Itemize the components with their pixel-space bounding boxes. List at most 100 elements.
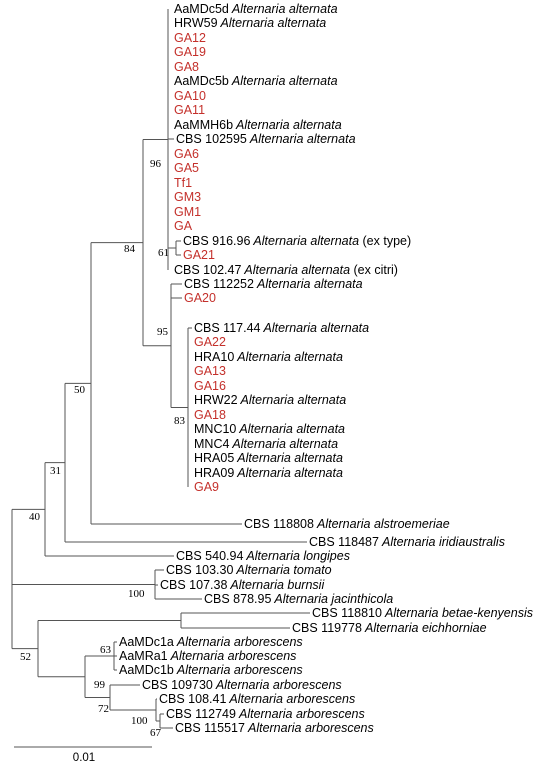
leaf-label: CBS 119778 Alternaria eichhorniae [292, 621, 487, 635]
strain-name: GA20 [184, 291, 216, 305]
species-name: Alternaria alternata [229, 437, 338, 451]
species-name: Alternaria arborescens [226, 692, 355, 706]
strain-name: GA12 [174, 31, 206, 45]
scale-bar-label: 0.01 [73, 752, 95, 764]
strain-name: MNC4 [194, 437, 229, 451]
species-name: Alternaria alternata [234, 350, 343, 364]
leaf-label: GA22 [194, 335, 226, 349]
bootstrap-value: 52 [20, 651, 31, 663]
leaf-label: GA21 [183, 248, 215, 262]
species-name: Alternaria alternata [241, 263, 350, 277]
species-name: Alternaria arborescens [168, 649, 297, 663]
bootstrap-value: 96 [150, 158, 162, 170]
bootstrap-value: 50 [74, 384, 86, 396]
leaf-label: GA5 [174, 161, 199, 175]
leaf-label: CBS 108.41 Alternaria arborescens [159, 692, 355, 706]
bootstrap-value: 40 [29, 511, 41, 523]
strain-name: GA5 [174, 161, 199, 175]
strain-name: GA13 [194, 364, 226, 378]
strain-name: GA18 [194, 408, 226, 422]
leaf-label: GM1 [174, 205, 201, 219]
strain-name: GA10 [174, 89, 206, 103]
species-name: Alternaria alternata [260, 321, 369, 335]
leaf-label: CBS 118810 Alternaria betae-kenyensis [312, 606, 533, 620]
strain-name: AaMMH6b [174, 118, 233, 132]
species-name: Alternaria alternata [218, 16, 327, 30]
bootstrap-value: 72 [98, 703, 109, 715]
bootstrap-value: 95 [157, 326, 169, 338]
leaf-label: GA12 [174, 31, 206, 45]
strain-note: (ex citri) [350, 263, 398, 277]
leaf-label: CBS 102.47 Alternaria alternata (ex citr… [174, 263, 398, 277]
leaf-label: CBS 878.95 Alternaria jacinthicola [204, 592, 393, 606]
leaf-label: MNC4 Alternaria alternata [194, 437, 338, 451]
bootstrap-value: 61 [158, 247, 169, 259]
strain-name: GA9 [194, 480, 219, 494]
strain-name: AaMDc5d [174, 2, 229, 16]
strain-name: GA19 [174, 45, 206, 59]
leaf-label: AaMDc5d Alternaria alternata [174, 2, 338, 16]
strain-name: CBS 109730 [142, 678, 213, 692]
strain-note: (ex type) [359, 234, 411, 248]
species-name: Alternaria alternata [233, 118, 342, 132]
leaf-label: AaMMH6b Alternaria alternata [174, 118, 342, 132]
bootstrap-value: 84 [124, 243, 136, 255]
leaf-label: GA20 [184, 291, 216, 305]
species-name: Alternaria eichhorniae [362, 621, 487, 635]
species-name: Alternaria longipes [243, 549, 350, 563]
species-name: Alternaria arborescens [174, 635, 303, 649]
leaf-label: GA [174, 219, 193, 233]
strain-name: CBS 103.30 [166, 563, 233, 577]
leaf-label: HRA05 Alternaria alternata [194, 451, 343, 465]
strain-name: AaMRa1 [119, 649, 168, 663]
species-name: Alternaria betae-kenyensis [382, 606, 533, 620]
species-name: Alternaria burnsii [227, 578, 325, 592]
strain-name: GA16 [194, 379, 226, 393]
leaf-label: GA8 [174, 60, 199, 74]
leaf-label: AaMDc5b Alternaria alternata [174, 74, 338, 88]
leaf-label: GM3 [174, 190, 201, 204]
strain-name: GA22 [194, 335, 226, 349]
strain-name: CBS 102595 [176, 132, 247, 146]
strain-name: CBS 118487 [309, 535, 379, 549]
species-name: Alternaria jacinthicola [271, 592, 393, 606]
species-name: Alternaria alternata [234, 466, 343, 480]
leaf-label: HRA09 Alternaria alternata [194, 466, 343, 480]
species-name: Alternaria arborescens [213, 678, 342, 692]
species-name: Alternaria alternata [229, 74, 338, 88]
strain-name: GM3 [174, 190, 201, 204]
leaf-label: HRW59 Alternaria alternata [174, 16, 326, 30]
strain-name: MNC10 [194, 422, 236, 436]
strain-name: CBS 108.41 [159, 692, 226, 706]
tree-branches [11, 9, 310, 729]
strain-name: CBS 115517 [175, 721, 245, 735]
bootstrap-value: 63 [100, 644, 112, 656]
bootstrap-value: 31 [50, 465, 61, 477]
leaf-label: MNC10 Alternaria alternata [194, 422, 345, 436]
leaf-label: CBS 916.96 Alternaria alternata (ex type… [183, 234, 411, 248]
leaf-label: GA13 [194, 364, 226, 378]
strain-name: CBS 878.95 [204, 592, 271, 606]
leaf-label: AaMDc1b Alternaria arborescens [119, 663, 303, 677]
leaf-label: HRA10 Alternaria alternata [194, 350, 343, 364]
leaf-label: GA9 [194, 480, 219, 494]
species-name: Alternaria iridiaustralis [379, 535, 505, 549]
strain-name: CBS 118808 [244, 517, 314, 531]
strain-name: HRA09 [194, 466, 234, 480]
strain-name: AaMDc5b [174, 74, 229, 88]
species-name: Alternaria alstroemeriae [314, 517, 450, 531]
strain-name: CBS 118810 [312, 606, 382, 620]
leaf-label: GA11 [174, 103, 205, 117]
leaf-label: CBS 118808 Alternaria alstroemeriae [244, 517, 450, 531]
strain-name: AaMDc1b [119, 663, 174, 677]
species-name: Alternaria tomato [233, 563, 331, 577]
leaf-label: CBS 117.44 Alternaria alternata [194, 321, 369, 335]
leaf-label: CBS 109730 Alternaria arborescens [142, 678, 342, 692]
strain-name: GM1 [174, 205, 201, 219]
strain-name: GA6 [174, 147, 199, 161]
strain-name: CBS 119778 [292, 621, 362, 635]
strain-name: GA21 [183, 248, 215, 262]
bootstrap-value: 83 [174, 415, 186, 427]
